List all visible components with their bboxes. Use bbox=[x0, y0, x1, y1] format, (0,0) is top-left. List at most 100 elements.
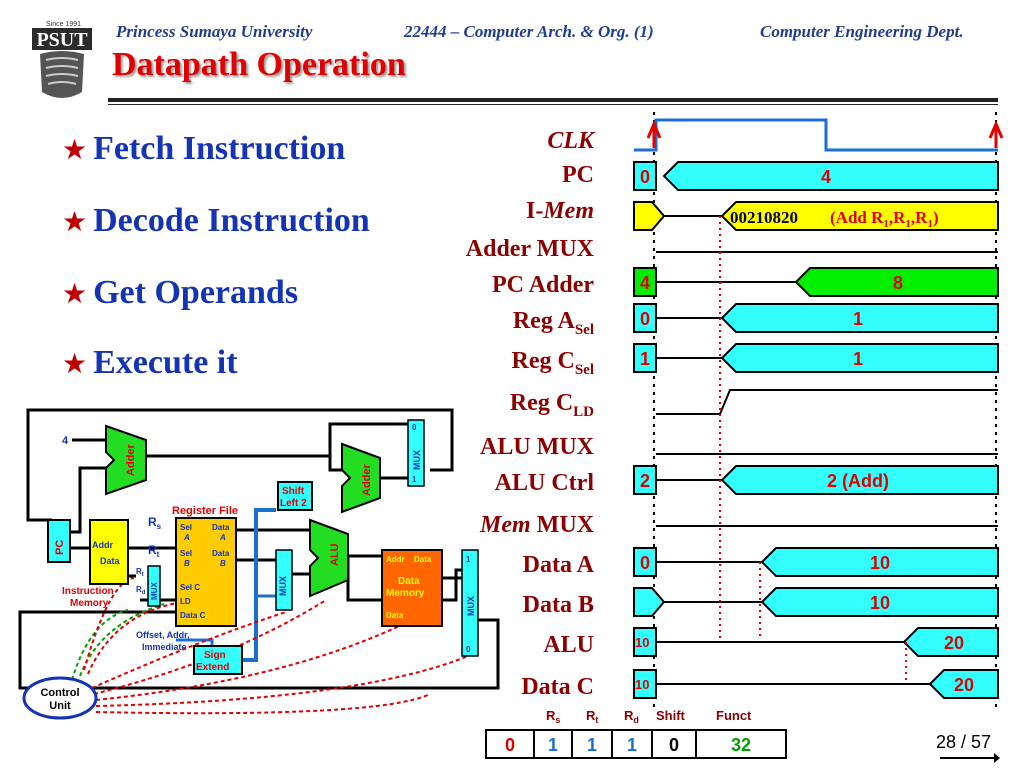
svg-text:Sel: Sel bbox=[180, 549, 192, 558]
svg-text:1: 1 bbox=[466, 555, 471, 564]
svg-text:Sel C: Sel C bbox=[180, 583, 200, 592]
shift-label-1: Shift bbox=[282, 486, 305, 497]
clk-rise-arrow-icon bbox=[646, 120, 662, 148]
svg-text:Sign: Sign bbox=[204, 650, 226, 661]
pc-adder-block bbox=[105, 424, 147, 496]
signal-data-b: Data B bbox=[522, 592, 594, 618]
alu-ctrl-old-value: 2 bbox=[640, 471, 650, 491]
svg-text:Data: Data bbox=[212, 523, 230, 532]
mem-mux-label: MUX bbox=[466, 596, 476, 616]
signal-adder-mux: Adder MUX bbox=[465, 236, 594, 262]
data-memory-block bbox=[381, 549, 443, 627]
signal-reg-c-sel: Reg CSel bbox=[511, 348, 595, 378]
field-value-rd: 1 bbox=[627, 735, 637, 755]
data-c-old-value: 10 bbox=[635, 677, 649, 692]
header-department: Computer Engineering Dept. bbox=[760, 22, 964, 41]
svg-text:0: 0 bbox=[466, 645, 471, 654]
field-header-rd: Rd bbox=[624, 708, 639, 725]
reg-dest-mux-label: MUX bbox=[150, 582, 159, 600]
imem-label-line1: Instruction bbox=[62, 586, 114, 597]
svg-text:Sel: Sel bbox=[180, 523, 192, 532]
signal-alu-mux: ALU MUX bbox=[480, 434, 594, 460]
svg-text:Control: Control bbox=[40, 687, 79, 699]
bullet-execute: ★Execute it bbox=[62, 344, 238, 382]
offset-label-1: Offset, Addr, bbox=[136, 630, 190, 640]
alu-block bbox=[309, 518, 349, 598]
signal-reg-c-ld: Reg CLD bbox=[509, 390, 594, 420]
mux-rd-label: Rd bbox=[136, 585, 146, 596]
pc-new-bus bbox=[662, 161, 999, 191]
data-b-new-value: 10 bbox=[870, 593, 890, 613]
bullet-fetch: ★Fetch Instruction bbox=[62, 130, 345, 168]
sign-extend-block bbox=[193, 645, 243, 675]
field-value-shift: 0 bbox=[669, 735, 679, 755]
star-icon: ★ bbox=[62, 277, 88, 310]
rt-label: Rt bbox=[148, 543, 160, 559]
bullet-text: Get Operands bbox=[93, 274, 299, 311]
signal-reg-a-sel: Reg ASel bbox=[512, 308, 594, 338]
reg-a-sel-new-bus bbox=[720, 303, 999, 333]
data-c-new-value: 20 bbox=[954, 675, 974, 695]
control-unit-block bbox=[22, 676, 98, 720]
bullet-text: Decode Instruction bbox=[93, 202, 370, 239]
svg-text:Data: Data bbox=[398, 576, 420, 587]
reg-a-sel-new-value: 1 bbox=[853, 309, 863, 329]
data-b-old-bus bbox=[633, 587, 666, 617]
signal-data-c: Data C bbox=[521, 674, 594, 700]
imem-label-line2: Memory bbox=[70, 598, 109, 609]
register-file-block bbox=[175, 517, 237, 627]
alu-ctrl-new-value: 2 (Add) bbox=[827, 471, 889, 491]
datapath-diagram: 4 Adder PC Addr Data Instruction Memory … bbox=[18, 408, 500, 720]
field-header-shift: Shift bbox=[656, 708, 686, 723]
data-b-new-bus bbox=[760, 587, 999, 617]
pc-mux-block bbox=[407, 419, 425, 487]
alu-input-mux-block bbox=[275, 549, 293, 611]
page-title: Datapath Operation bbox=[112, 46, 406, 83]
signal-mem-mux: Mem MUX bbox=[480, 512, 594, 538]
svg-text:Extend: Extend bbox=[196, 662, 229, 673]
logo-since-text: Since 1991 bbox=[46, 21, 81, 28]
field-value-funct: 32 bbox=[731, 735, 751, 755]
svg-text:Data: Data bbox=[414, 555, 432, 564]
imem-new-value: 00210820 bbox=[730, 208, 798, 227]
star-icon: ★ bbox=[62, 347, 88, 380]
bullet-decode: ★Decode Instruction bbox=[62, 202, 370, 240]
reg-c-sel-new-bus bbox=[720, 343, 999, 373]
mux-rt-label: Rt bbox=[136, 567, 144, 578]
pc-adder-new-value: 8 bbox=[893, 273, 903, 293]
title-divider bbox=[108, 98, 998, 102]
reg-c-ld-waveform bbox=[656, 389, 998, 415]
svg-text:B: B bbox=[184, 559, 190, 568]
alu-old-value: 10 bbox=[635, 635, 649, 650]
pc-old-value-box bbox=[633, 161, 657, 191]
title-divider-thin bbox=[108, 104, 998, 105]
alu-new-bus bbox=[902, 627, 999, 657]
svg-text:Data C: Data C bbox=[180, 611, 206, 620]
data-c-new-bus bbox=[928, 669, 999, 699]
svg-text:1: 1 bbox=[412, 475, 417, 484]
offset-label-2: Immediate bbox=[142, 642, 187, 652]
imem-new-bus bbox=[720, 201, 999, 231]
svg-text:0: 0 bbox=[412, 423, 417, 432]
reg-dest-mux-block bbox=[147, 565, 161, 607]
pc-mux-label: MUX bbox=[412, 450, 422, 470]
branch-adder-block bbox=[341, 442, 381, 514]
timing-diagram: 0 4 00210820 (Add R1,R1,R1) 4 8 0 1 1 1 bbox=[633, 112, 1004, 708]
pc-register-block bbox=[47, 519, 71, 563]
register-file-title: Register File bbox=[172, 505, 238, 517]
page-number: 28 / 57 bbox=[936, 732, 992, 752]
svg-text:B: B bbox=[220, 559, 226, 568]
pc-new-value: 4 bbox=[821, 167, 831, 187]
signal-imem: I-Mem bbox=[525, 198, 594, 224]
pc-old-value: 0 bbox=[640, 167, 650, 187]
star-icon: ★ bbox=[62, 133, 88, 166]
field-header-funct: Funct bbox=[716, 708, 752, 723]
header-university: Princess Sumaya University bbox=[116, 22, 313, 41]
imem-instruction-note: (Add R1,R1,R1) bbox=[830, 208, 939, 230]
data-a-new-bus bbox=[760, 547, 999, 577]
university-logo: Since 1991 PSUT bbox=[32, 21, 92, 98]
bullet-text: Fetch Instruction bbox=[93, 130, 346, 167]
alu-input-mux-label: MUX bbox=[278, 576, 288, 596]
imem-old-bus bbox=[633, 201, 666, 231]
pc-adder-label: Adder bbox=[125, 444, 137, 477]
